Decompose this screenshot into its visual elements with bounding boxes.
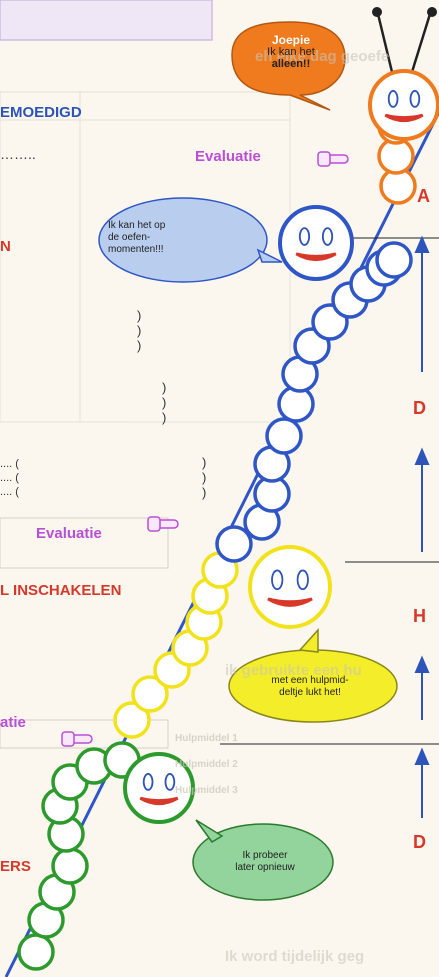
paren-line-1: .... (	[0, 458, 19, 470]
ers-heading: ERS	[0, 858, 31, 875]
faded-hulpmiddel-1: Hulpmiddel 1	[175, 733, 238, 744]
bubble-blue-text: Ik kan het op de oefen- momenten!!!	[108, 220, 198, 256]
faded-hulpmiddel-2: Hulpmiddel 2	[175, 759, 238, 770]
paren-line-3: .... (	[0, 486, 19, 498]
bubble-top-line3: alleen!!	[246, 58, 336, 70]
eye	[144, 774, 153, 790]
caterpillar-face	[370, 71, 438, 139]
eye	[165, 774, 174, 790]
bubble-yellow-text: met een hulpmid- deltje lukt het!	[240, 675, 380, 699]
paren-line-2: .... (	[0, 472, 19, 484]
face-outline	[250, 547, 330, 627]
evaluatie-label-1: Evaluatie	[195, 148, 261, 165]
eye	[298, 570, 308, 589]
bubble-blue-line: Ik kan het op	[108, 220, 198, 232]
evaluatie-label-2: Evaluatie	[36, 525, 102, 542]
bubble-green-line: Ik probeer	[210, 850, 320, 862]
eye	[389, 91, 398, 107]
faded-heading-bottom: Ik word tijdelijk geg	[225, 948, 364, 965]
speech-bubble-green-tail	[196, 820, 222, 842]
paren-group-2: )))	[162, 380, 166, 425]
bubble-green-line: later opnieuw	[210, 862, 320, 874]
body-segment	[217, 527, 251, 561]
caterpillar-face	[250, 547, 330, 627]
top-box	[0, 0, 212, 40]
dots-line: ……..	[0, 146, 36, 162]
aangemoedigd-heading: EMOEDIGD	[0, 104, 82, 121]
n-heading: N	[0, 238, 11, 255]
side-letter-h: H	[413, 606, 426, 627]
eye	[272, 570, 282, 589]
evaluatie-label-3: atie	[0, 714, 26, 731]
paren-group-3: )))	[202, 455, 206, 500]
speech-bubble-yellow-tail	[300, 630, 318, 652]
inschakelen-heading: L INSCHAKELEN	[0, 582, 121, 599]
bubble-yellow-line: met een hulpmid-	[240, 675, 380, 687]
eye	[410, 91, 419, 107]
bubble-blue-line: de oefen-	[108, 232, 198, 244]
side-letter-a: A	[417, 186, 430, 207]
eye	[300, 228, 309, 245]
caterpillar-face	[280, 207, 352, 279]
bubble-blue-line: momenten!!!	[108, 244, 198, 256]
bubble-green-text: Ik probeer later opnieuw	[210, 850, 320, 874]
face-outline	[370, 71, 438, 139]
bubble-top-line1: Joepie	[246, 34, 336, 46]
body-segment	[53, 849, 87, 883]
face-outline	[280, 207, 352, 279]
bubble-top-text: Joepie Ik kan het alleen!!	[246, 34, 336, 70]
body-segment	[19, 935, 53, 969]
body-segment	[377, 243, 411, 277]
faded-hulpmiddel-3: Hulpmiddel 3	[175, 785, 238, 796]
eye	[323, 228, 332, 245]
arrow-up-icon	[416, 238, 428, 818]
bubble-yellow-line: deltje lukt het!	[240, 687, 380, 699]
bubble-top-line2: Ik kan het	[246, 46, 336, 58]
side-letter-d-2: D	[413, 832, 426, 853]
speech-bubble-blue-tail	[258, 250, 282, 262]
body-segment	[267, 419, 301, 453]
side-letter-d-1: D	[413, 398, 426, 419]
paren-group-1: )))	[137, 308, 141, 353]
